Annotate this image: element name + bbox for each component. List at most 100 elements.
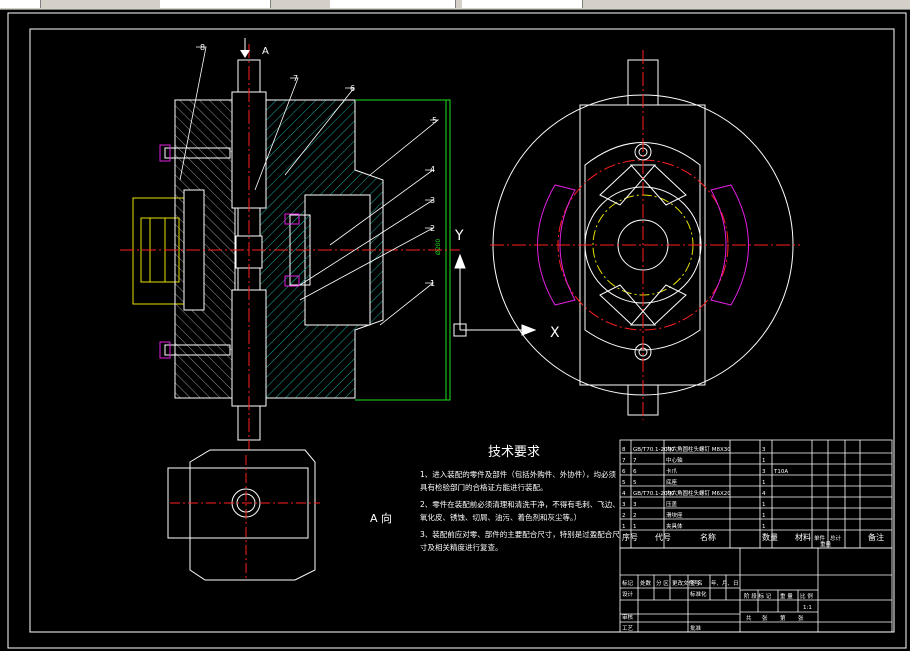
bom-header-material: 材料	[795, 532, 811, 542]
bom-cell-no: 2	[622, 513, 626, 519]
tech-requirements: 技术要求 1、进入装配的零件及部件（包括外购件、外协件），均必须 具有检验部门的…	[420, 445, 620, 552]
toolbar-tab[interactable]	[0, 0, 41, 8]
callout-2: 2	[430, 224, 435, 233]
bom-cell-code: GB/T70.1-2000	[633, 447, 675, 453]
bom-cell-qty: 1	[762, 480, 766, 486]
leader-lines	[179, 46, 440, 326]
bom-cell-no: 5	[622, 480, 626, 486]
bom-header-name: 名称	[700, 532, 716, 542]
callout-3: 3	[430, 196, 435, 205]
bom-cell-qty: 3	[762, 469, 766, 475]
bom-cell-qty: 1	[762, 502, 766, 508]
callout-8: 8	[200, 43, 205, 52]
axis-x-label: X	[550, 325, 560, 341]
bom-cell-qty: 3	[762, 447, 766, 453]
toolbar-tab[interactable]	[160, 0, 271, 8]
bom-cell-material: T10A	[773, 469, 788, 475]
bom-cell-qty: 1	[762, 524, 766, 530]
bom-cell-no: 6	[622, 469, 626, 475]
bom-cell-qty: 1	[762, 458, 766, 464]
bom-header-no: 序号	[622, 532, 638, 542]
outer-frame	[7, 12, 907, 649]
svg-text:共: 共	[746, 614, 752, 622]
bom-header-total: 总计	[830, 534, 842, 542]
svg-text:年、月、日: 年、月、日	[711, 579, 739, 587]
svg-text:重 量: 重 量	[780, 592, 793, 600]
toolbar-strip	[0, 0, 910, 10]
bom-cell-name: 滑块座	[666, 511, 683, 519]
tech-line: 3、装配前应对零、部件的主要配合尺寸，特别是过盈配合尺	[420, 529, 620, 539]
svg-text:分 区: 分 区	[656, 579, 669, 587]
bom-cell-no: 8	[622, 447, 626, 453]
bom-cell-qty: 4	[762, 491, 766, 497]
svg-text:批准: 批准	[690, 624, 702, 632]
bom-cell-code: 3	[633, 502, 637, 508]
view-a-label: A	[262, 46, 269, 57]
tech-line: 1、进入装配的零件及部件（包括外购件、外协件），均必须	[420, 469, 617, 479]
bom-header-weight: 重量	[820, 540, 832, 548]
svg-text:标准化: 标准化	[690, 590, 707, 598]
bom-cell-code: 2	[633, 513, 637, 519]
svg-text:标记: 标记	[622, 579, 634, 587]
svg-text:张: 张	[798, 614, 804, 622]
bom-cell-no: 7	[622, 458, 626, 464]
svg-text:签 名: 签 名	[690, 579, 703, 587]
bom-cell-name: 夹具体	[666, 522, 683, 530]
svg-text:张: 张	[762, 614, 768, 622]
callout-6: 6	[350, 84, 355, 93]
bom-header-note: 备注	[868, 532, 884, 542]
toolbar-tab[interactable]	[462, 0, 583, 8]
bom-cell-code: 5	[633, 480, 637, 486]
svg-text:审核: 审核	[622, 613, 634, 621]
svg-text:处数: 处数	[640, 579, 652, 587]
bom-cell-name: 中心轴	[666, 456, 683, 464]
bom-table	[619, 439, 893, 549]
bom-cell-code: 6	[633, 469, 637, 475]
bom-header-single: 单件	[814, 534, 826, 542]
bom-header-code: 代号	[655, 532, 671, 542]
bom-cell-name: 内六角圆柱头螺钉 M8X30	[666, 445, 731, 453]
svg-text:第: 第	[780, 614, 786, 622]
title-block	[619, 547, 893, 633]
tech-line: 2、零件在装配前必须清理和清洗干净，不得有毛刺、飞边、	[420, 499, 620, 509]
callout-4: 4	[430, 165, 435, 174]
bom-cell-name: 底座	[666, 478, 678, 486]
cad-drawing[interactable]: Ø200 A	[0, 9, 910, 651]
bom-cell-name: 内六角圆柱头螺钉 M6X20	[666, 489, 731, 497]
bom-cell-no: 4	[622, 491, 626, 497]
bom-header-qty: 数量	[762, 532, 778, 542]
svg-text:阶 段 标 记: 阶 段 标 记	[744, 592, 772, 600]
svg-text:更改文件号: 更改文件号	[672, 579, 700, 587]
tech-title: 技术要求	[488, 445, 540, 460]
inner-frame	[29, 28, 895, 633]
axis-y-label: Y	[454, 228, 464, 244]
svg-text:工艺: 工艺	[622, 625, 634, 632]
bolts	[159, 144, 300, 359]
ucs-icon: Y X	[453, 228, 560, 341]
tech-line: 具有检验部门的合格证方能进行装配。	[420, 482, 548, 492]
bom-cell-qty: 1	[762, 513, 766, 519]
callout-7: 7	[293, 74, 298, 83]
svg-text:比 例: 比 例	[800, 592, 813, 600]
bom-cell-no: 3	[622, 502, 626, 508]
bom-cell-name: 卡爪	[666, 467, 678, 475]
tech-line: 氧化皮、锈蚀、切屑、油污、着色剂和灰尘等。）	[420, 512, 581, 522]
a-direction-label: A 向	[370, 511, 392, 525]
svg-text:1:1: 1:1	[803, 605, 812, 611]
tech-line: 寸及相关精度进行复查。	[420, 542, 503, 552]
dimension-text: Ø200	[435, 239, 442, 255]
bom-cell-name: 压盖	[666, 500, 678, 508]
a-direction-view: A 向	[167, 449, 392, 581]
section-view: Ø200 A	[120, 38, 460, 450]
svg-text:设计: 设计	[622, 590, 634, 598]
callout-5: 5	[432, 116, 437, 125]
end-view	[490, 50, 800, 420]
bom-cell-no: 1	[622, 524, 626, 530]
bom-cell-code: 7	[633, 458, 637, 464]
callout-1: 1	[430, 279, 435, 288]
bom-cell-code: 1	[633, 524, 637, 530]
title-block-text: 标记 处数 分 区 更改文件号 签 名 年、月、日 设计 标准化 阶 段 标 记…	[622, 579, 813, 632]
bom-cell-code: GB/T70.1-2000	[633, 491, 675, 497]
toolbar-tab[interactable]	[330, 0, 456, 8]
